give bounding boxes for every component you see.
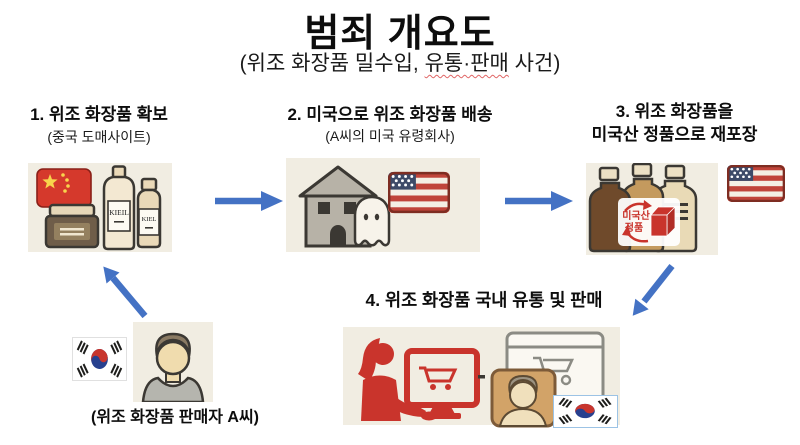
arrow-right-icon — [505, 191, 573, 211]
step1-image-panel: KIEIL KIEL — [28, 163, 172, 252]
step2-sublabel: (A씨의 미국 유령회사) — [325, 128, 455, 144]
step2-image-panel — [286, 158, 480, 252]
page-title: 범죄 개요도 — [304, 13, 496, 55]
subtitle-pre: (위조 화장품 밀수입, — [239, 52, 425, 75]
woman-computer-icon — [358, 338, 485, 421]
subtitle-post: 사건) — [508, 52, 561, 75]
repackage-box-icon — [622, 200, 676, 243]
arrow-up-left-icon — [103, 266, 148, 319]
step3-label: 3. 위조 화장품을 미국산 정품으로 재포장 — [572, 100, 777, 146]
china-flag-icon — [36, 168, 92, 208]
korea-flag-art — [558, 397, 612, 425]
korea-flag-icon — [72, 337, 127, 381]
repackage-badge: 미국산 정품 — [618, 198, 680, 246]
korea-flag-icon — [553, 395, 618, 428]
step1-label: 1. 위조 화장품 확보 — [30, 105, 168, 124]
page-subtitle: (위조 화장품 밀수입, 유통·판매 사건) — [0, 47, 800, 77]
step1-sublabel: (중국 도매사이트) — [47, 129, 151, 145]
id-photo-icon — [490, 368, 557, 428]
us-flag-icon — [388, 171, 450, 214]
step2-label: 2. 미국으로 위조 화장품 배송 — [287, 105, 493, 124]
step4-label: 4. 위조 화장품 국내 유통 및 판매 — [365, 290, 603, 310]
arrow-down-left-icon — [632, 263, 675, 316]
seller-person-icon — [141, 332, 205, 402]
cream-jar-icon — [44, 203, 100, 249]
subtitle-wavy: 유통·판매 — [424, 52, 509, 75]
badge-text-line1: 미국산 — [622, 211, 650, 222]
kieil-bottle-icon: KIEIL — [102, 165, 136, 251]
korea-flag-art — [76, 340, 123, 378]
us-flag-icon — [727, 165, 785, 202]
bottle-brand-label: KIEIL — [109, 208, 129, 217]
kiel-bottle-icon: KIEL — [136, 177, 162, 249]
step3-label-line1: 3. 위조 화장품을 — [615, 102, 734, 121]
bottle-brand-label: KIEL — [142, 216, 157, 223]
seller-person-panel — [133, 322, 213, 402]
ghost-icon — [353, 195, 391, 247]
arrow-right-icon — [215, 191, 283, 211]
badge-text-line2: 정품 — [624, 223, 644, 234]
seller-caption: (위조 화장품 판매자 A씨) — [90, 409, 260, 426]
step3-label-line2: 미국산 정품으로 재포장 — [591, 125, 758, 144]
